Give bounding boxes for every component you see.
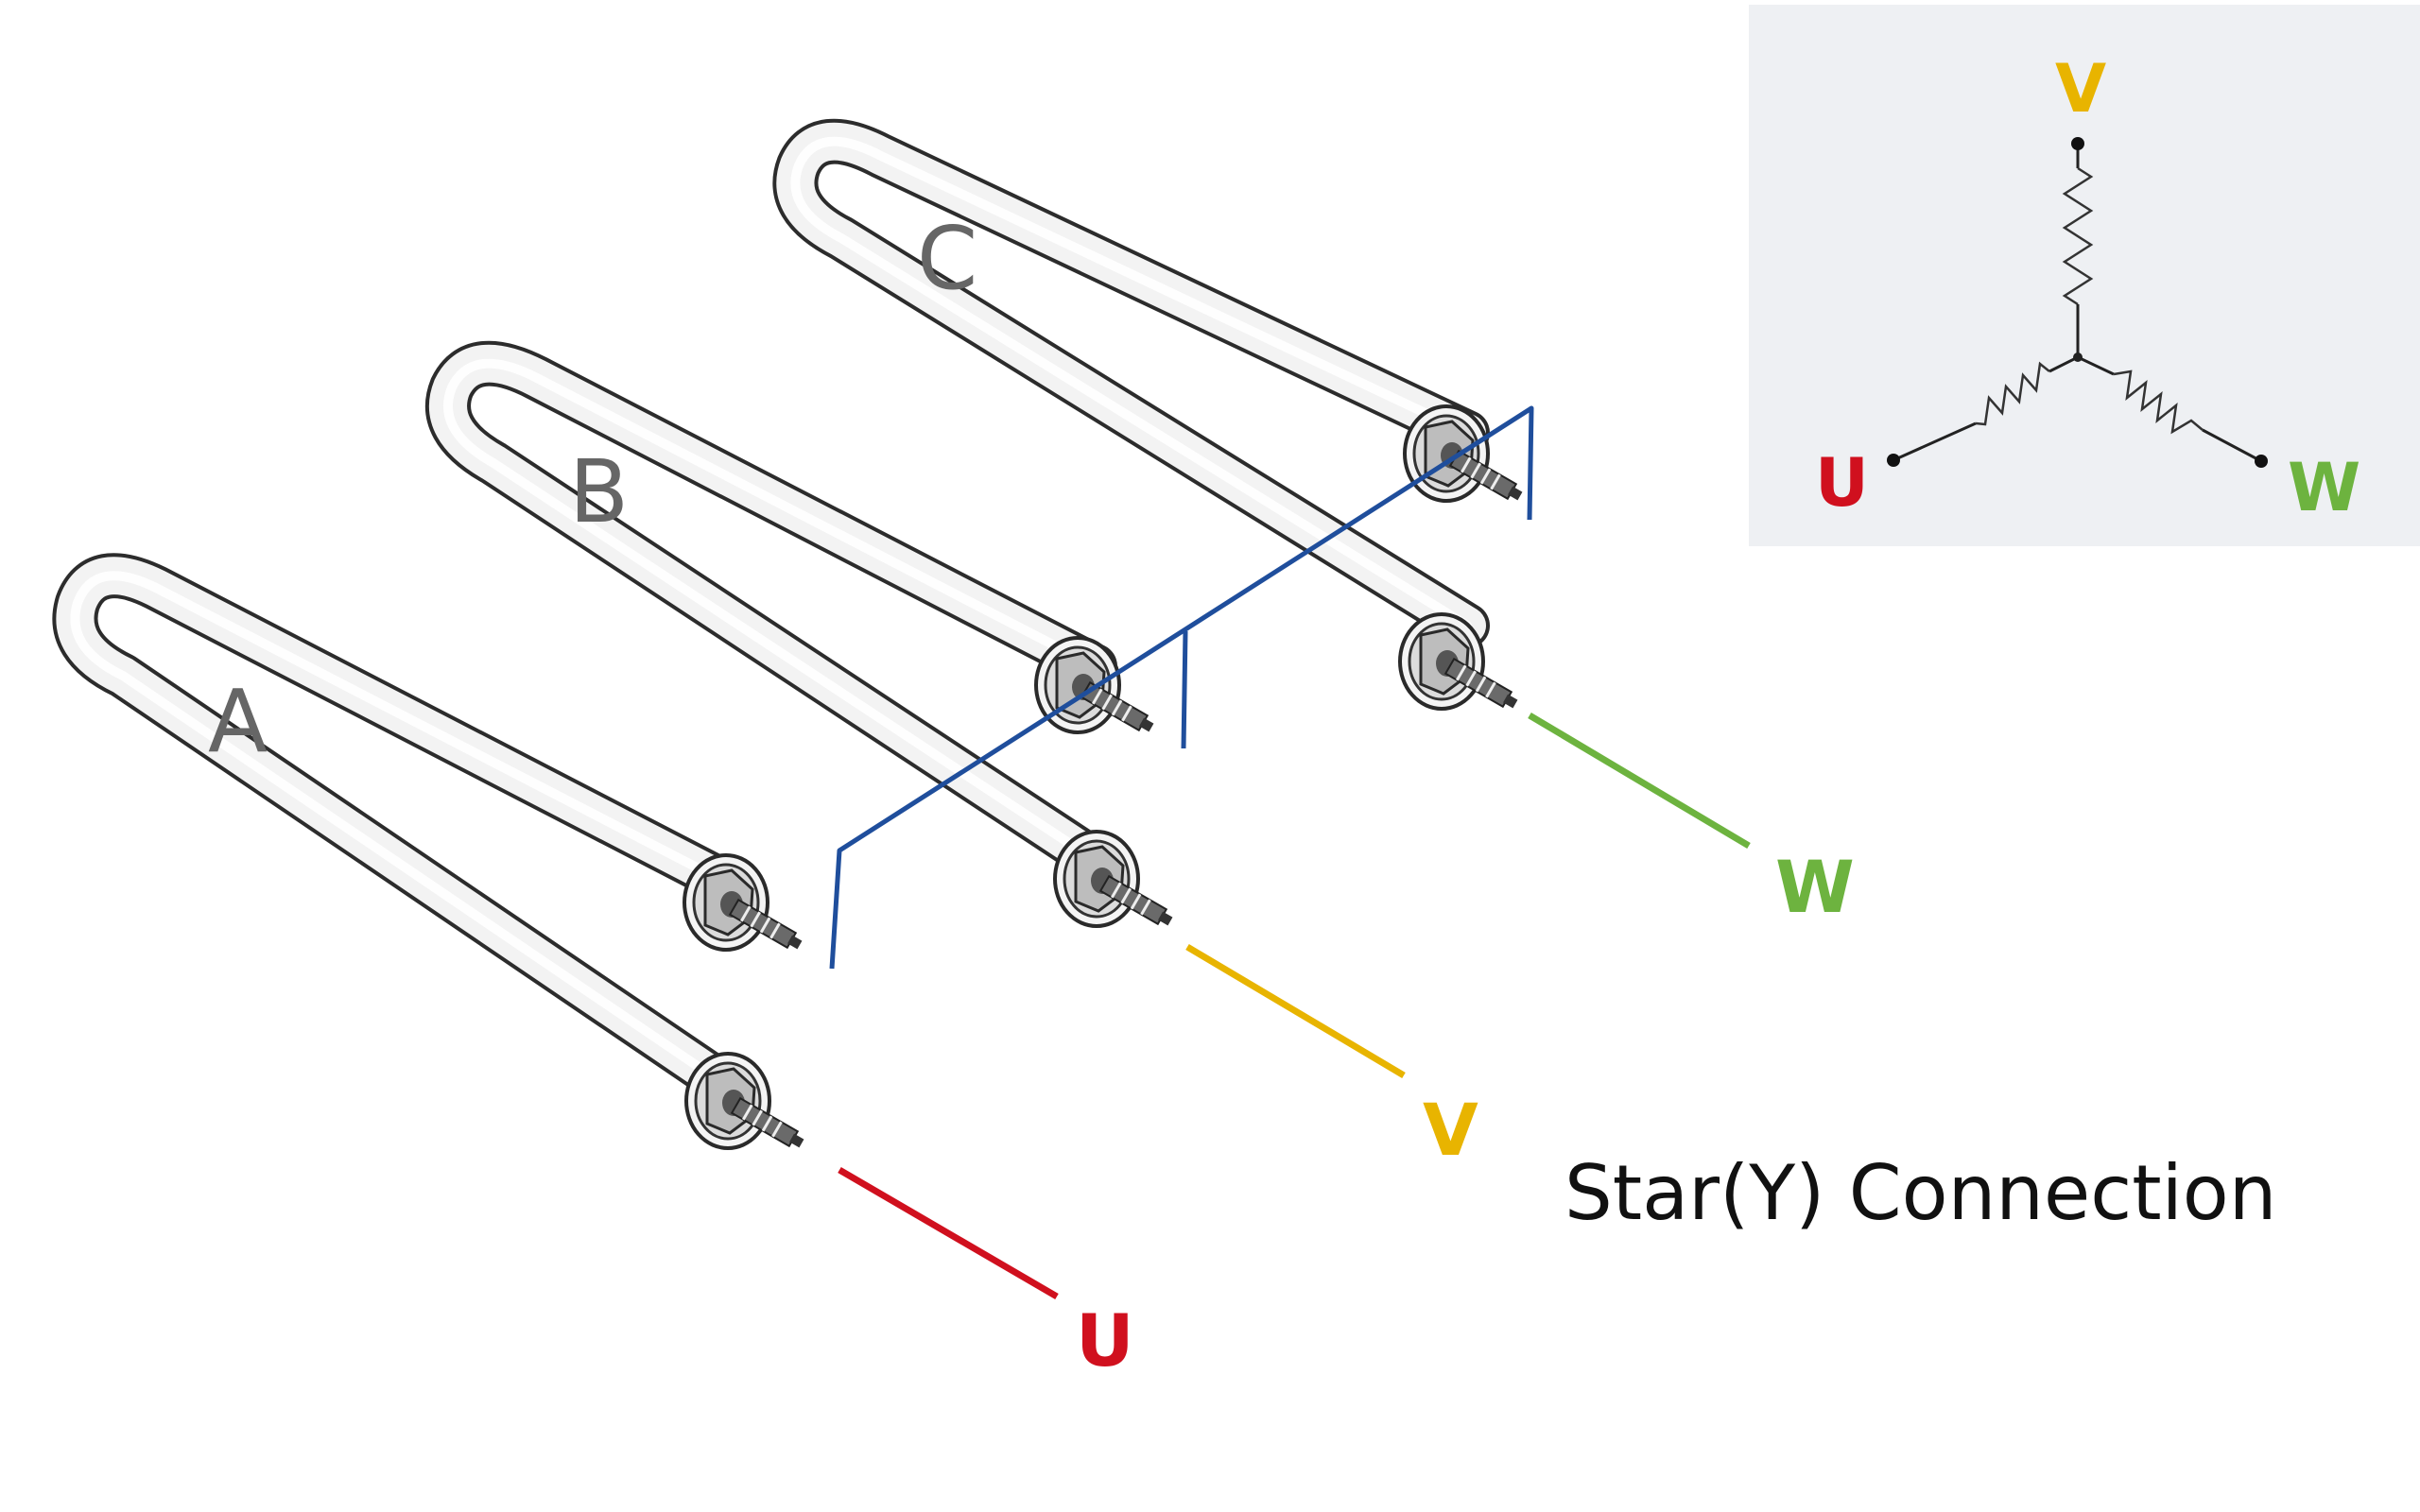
neutral-tap-wire bbox=[1181, 630, 1188, 749]
heating-element-a: A bbox=[52, 553, 808, 1153]
phase-label-v: V bbox=[1423, 1088, 1478, 1172]
phase-label-w: W bbox=[1775, 845, 1855, 929]
inset-label-u: U bbox=[1815, 444, 1869, 522]
phase-u-wire bbox=[838, 1166, 1059, 1300]
terminal-c-bottom bbox=[1398, 612, 1522, 713]
inset-node-u bbox=[1887, 454, 1900, 467]
inset-label-w: W bbox=[2288, 449, 2360, 526]
element-label-c: C bbox=[917, 208, 977, 309]
inset-node-w bbox=[2255, 455, 2268, 468]
terminal-a-top bbox=[683, 853, 806, 954]
element-label-a: A bbox=[208, 671, 268, 772]
inset-node-v bbox=[2071, 137, 2084, 150]
diagram-title: Star(Y) Connection bbox=[1564, 1149, 2276, 1237]
heating-element-c: C bbox=[772, 118, 1527, 713]
heating-element-b: B bbox=[425, 340, 1177, 931]
phase-w-wire bbox=[1528, 712, 1751, 850]
phase-label-u: U bbox=[1076, 1298, 1134, 1383]
element-label-b: B bbox=[569, 441, 629, 542]
neutral-bridge-wire bbox=[829, 405, 1534, 970]
inset-label-v: V bbox=[2055, 50, 2106, 128]
terminal-c-top bbox=[1403, 404, 1527, 506]
terminal-a-bottom bbox=[684, 1052, 808, 1153]
phase-v-wire bbox=[1185, 943, 1406, 1079]
star-schematic-inset: V U W bbox=[1749, 5, 2420, 546]
terminal-b-bottom bbox=[1053, 830, 1177, 931]
